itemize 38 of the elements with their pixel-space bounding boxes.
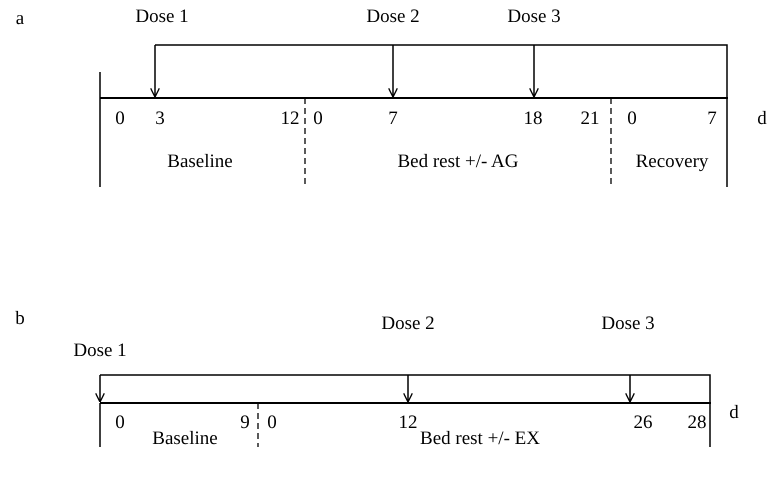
unit-label: d (757, 108, 767, 130)
day-number: 0 (313, 108, 323, 130)
arrow (94, 375, 106, 403)
day-number: 12 (398, 412, 418, 434)
timeline-axis (100, 97, 728, 99)
arrow (402, 375, 414, 403)
timeline-axis (100, 402, 711, 404)
phase-label: Bed rest +/- AG (398, 151, 518, 173)
panel-letter: a (16, 8, 24, 30)
dose-label: Dose 3 (601, 313, 655, 335)
phase-label: Bed rest +/- EX (420, 428, 540, 450)
day-number: 26 (634, 412, 652, 434)
dose-label: Dose 1 (135, 6, 189, 28)
panel-letter: b (15, 308, 25, 330)
arrow (528, 45, 540, 98)
day-number: 21 (580, 108, 600, 130)
day-number: 12 (280, 108, 300, 130)
dose-label: Dose 1 (73, 340, 127, 362)
phase-label: Baseline (167, 151, 233, 173)
dose-label: Dose 2 (381, 313, 435, 335)
day-number: 9 (240, 412, 250, 434)
arrow (388, 45, 398, 98)
unit-label: d (729, 402, 739, 424)
day-number: 7 (388, 108, 398, 130)
day-number: 0 (115, 108, 125, 130)
dose-label: Dose 3 (507, 6, 561, 28)
day-number: 18 (524, 108, 542, 130)
day-number: 0 (627, 108, 637, 130)
day-number: 7 (707, 108, 717, 130)
day-number: 0 (115, 412, 125, 434)
dose-label: Dose 2 (366, 6, 420, 28)
phase-label: Baseline (152, 428, 218, 450)
arrow (150, 45, 160, 98)
day-number: 28 (688, 412, 706, 434)
arrow (624, 375, 636, 403)
phase-label: Recovery (636, 151, 708, 173)
day-number: 3 (155, 108, 165, 130)
day-number: 0 (267, 412, 277, 434)
